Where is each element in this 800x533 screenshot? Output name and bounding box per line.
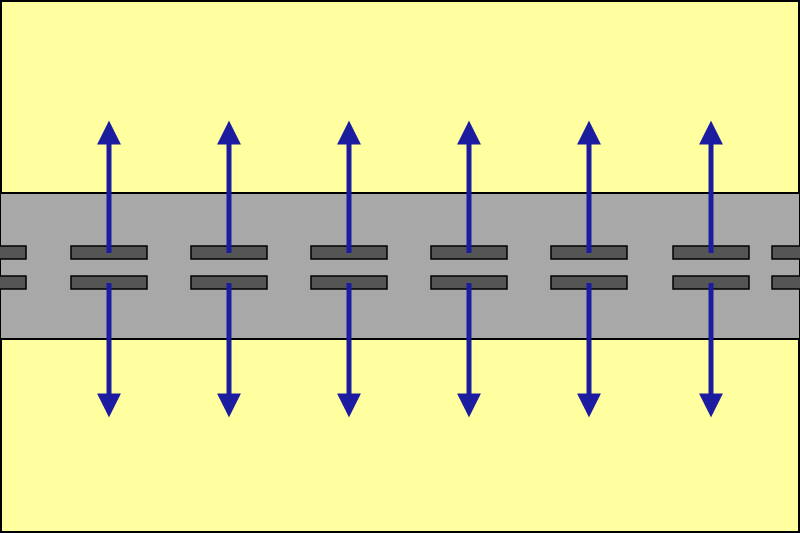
plate-bottom (771, 275, 800, 290)
plate-bottom (0, 275, 27, 290)
plate-top (771, 245, 800, 260)
vertical-arrows (97, 120, 723, 418)
gray-band (0, 192, 800, 340)
plate-top (0, 245, 27, 260)
